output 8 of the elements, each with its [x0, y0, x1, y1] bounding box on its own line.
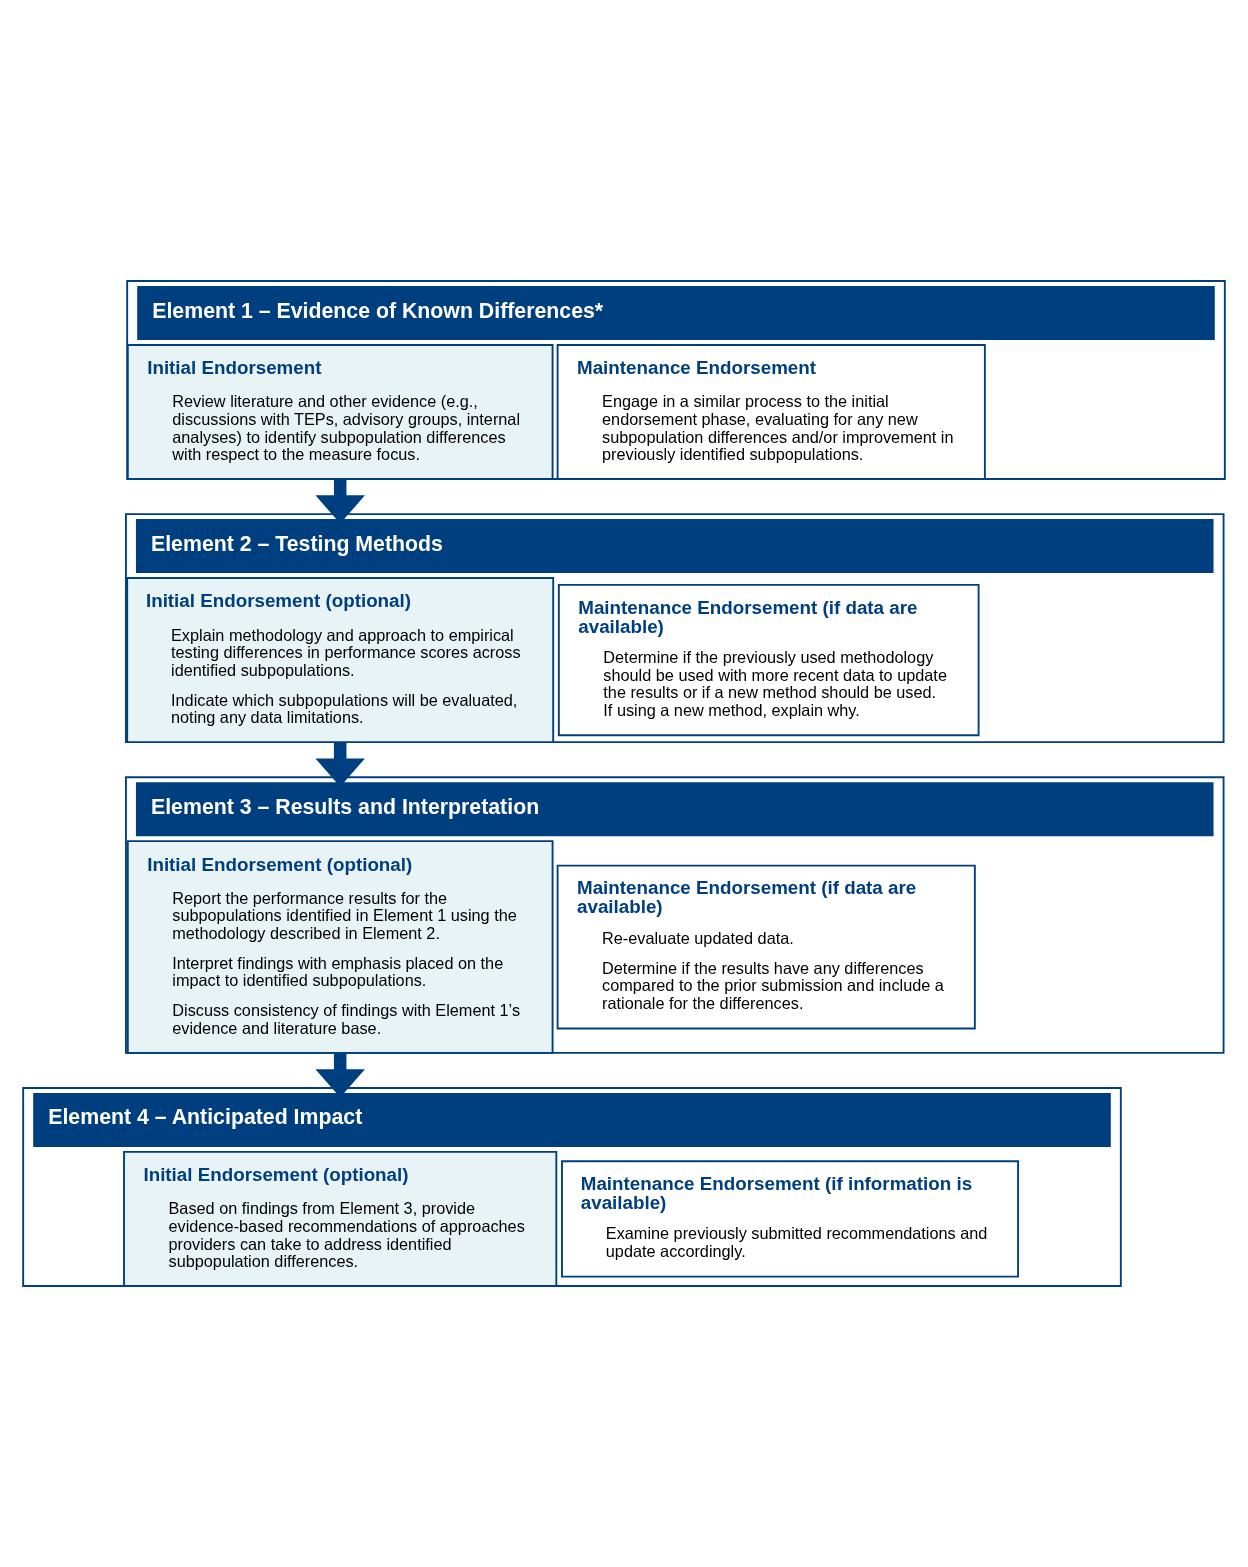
node-box: Maintenance Endorsement (if data are available) Determine if the previously used methodology should be used with more recent data to update the results or if a new method should be used. If using a new method, explain why. — [557, 583, 980, 737]
node-box: Initial Endorsement (optional) Explain methodology and approach to empirical testing differences in performance scores across identified subpopulations. Indicate which subpopulations will be evaluated, noting any data limitations. — [126, 577, 555, 744]
node-box: Maintenance Endorsement (if data are available) Re-evaluate updated data. Determine if the results have any differences compared to the prior submission and include a rationale for the differences. — [556, 864, 976, 1030]
node-box: Initial Endorsement Review literature and other evidence (e.g., discussions with TEPs, advisory groups, internal analyses) to identify subpopulation differences with respect to the measure focus. — [126, 344, 554, 480]
node-box: Maintenance Endorsement (if information is available) Examine previously submitted recommendations and update accordingly. — [561, 1160, 1020, 1278]
node-box: Initial Endorsement (optional) Based on findings from Element 3, provide evidence-based recommendations of approaches providers can take to address identified subpopulation differences. — [123, 1150, 558, 1287]
node-box: Maintenance Endorsement Engage in a similar process to the initial endorsement phase, evaluating for any new subpopulation differences and/or improvement in previously identified subpopulations. — [556, 344, 986, 480]
node-box: Initial Endorsement (optional) Report the performance results for the subpopulations identified in Element 1 using the methodology described in Element 2. Interpret findings with emphasis placed on the impact to identified subpopulations. Discuss consistency of findings with Element 1’s evidence and literature base. — [126, 840, 554, 1054]
